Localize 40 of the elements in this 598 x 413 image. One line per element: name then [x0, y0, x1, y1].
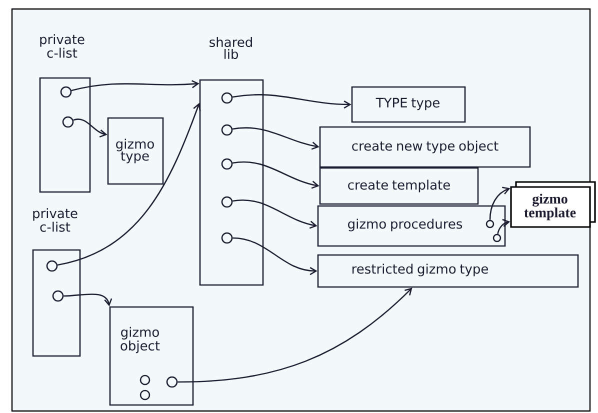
- slot-circle: [166, 376, 178, 388]
- node-label: private c-list: [40, 34, 84, 58]
- entry-box: TYPE type: [351, 86, 466, 123]
- slot-circle: [52, 290, 64, 302]
- node-label: shared lib: [210, 36, 252, 60]
- arrow: [232, 127, 320, 150]
- arrow: [178, 288, 412, 383]
- c-list-box: private c-list: [39, 34, 91, 193]
- arrow: [232, 94, 352, 109]
- slot-circle: [62, 116, 74, 128]
- slot-circle: [221, 124, 233, 136]
- arrow: [57, 102, 201, 266]
- entry-box: gizmo procedures: [317, 205, 506, 247]
- slot-circle: [46, 260, 58, 272]
- arrow: [497, 218, 510, 234]
- arrow: [64, 294, 112, 306]
- c-list-box: private c-list: [32, 208, 81, 357]
- arrow: [232, 237, 318, 276]
- slot-circle: [221, 232, 233, 244]
- entry-box: restricted gizmo type: [317, 254, 579, 288]
- entry-box: create new type object: [319, 126, 531, 168]
- arrow: [71, 80, 200, 92]
- slot-circle: [486, 220, 494, 228]
- slot-circle: [221, 92, 233, 104]
- template-card: gizmo template: [510, 181, 596, 228]
- slot-circle: [492, 234, 502, 242]
- slot-circle: [60, 86, 72, 98]
- object-box: gizmo object: [109, 306, 194, 406]
- slot-circle: [140, 390, 150, 400]
- library-box: shared lib: [199, 36, 264, 286]
- arrow: [232, 161, 320, 189]
- slot-circle: [140, 374, 150, 386]
- entry-box: create template: [319, 167, 479, 205]
- slot-circle: [221, 196, 233, 208]
- arrow: [232, 200, 318, 229]
- slot-circle: [221, 158, 233, 170]
- node-label: private c-list: [33, 208, 78, 232]
- arrow: [489, 186, 510, 220]
- arrow: [73, 118, 108, 138]
- object-box: gizmo type: [107, 117, 164, 185]
